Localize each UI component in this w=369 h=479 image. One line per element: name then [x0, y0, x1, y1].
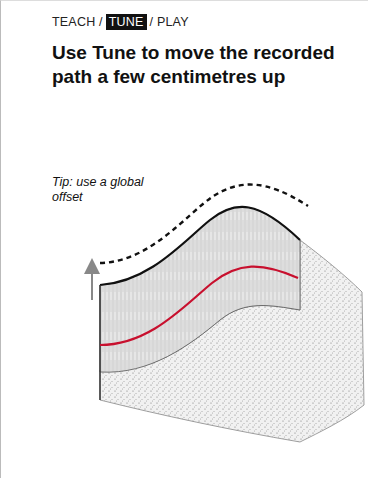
- mode-tab: / PLAY: [150, 15, 189, 29]
- mode-tabs: TEACH /TUNE/ PLAY: [52, 14, 189, 30]
- mode-tab: TEACH /: [52, 15, 103, 29]
- mode-tab-active: TUNE: [106, 14, 147, 30]
- slide-title: Use Tune to move the recorded path a few…: [52, 41, 352, 89]
- tip-note: Tip: use a global offset: [52, 175, 164, 205]
